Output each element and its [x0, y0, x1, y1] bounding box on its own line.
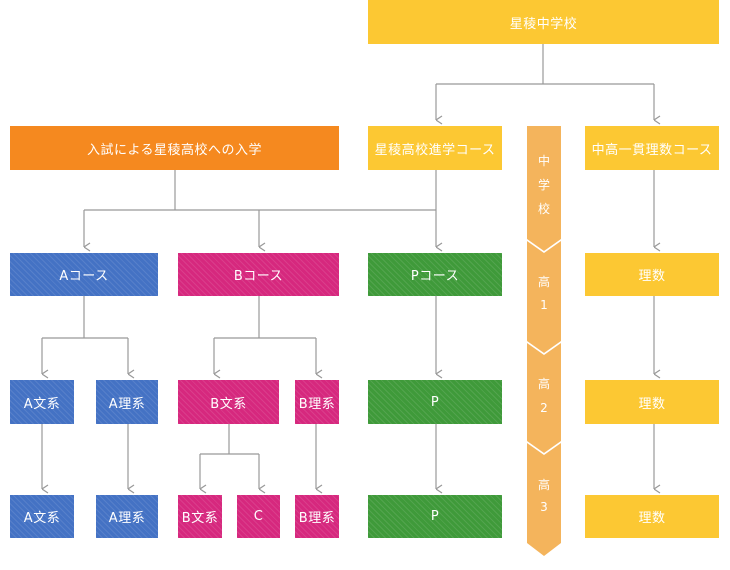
ribbon-label-ko3-2: 3	[540, 500, 548, 514]
node-integrated-science-course: 中高一貫理数コース	[585, 126, 719, 170]
node-entrance-exam: 入試による星稜高校への入学	[10, 126, 339, 170]
node-b-bunkei-grade2: B文系	[178, 380, 279, 424]
ribbon-label-ko1-2: 1	[540, 298, 548, 312]
ribbon-label-ko3-1: 高	[537, 478, 550, 492]
ribbon-label-ko2-2: 2	[540, 401, 548, 415]
node-b-rikei-grade2: B理系	[295, 380, 339, 424]
connector-entrance-merge	[84, 170, 437, 211]
node-a-bunkei-grade2: A文系	[10, 380, 74, 424]
connector-b-split	[214, 296, 316, 339]
ribbon-label-chu-3: 校	[537, 202, 550, 216]
ribbon-segment-chu	[527, 126, 561, 251]
node-advance-course: 星稜高校進学コース	[368, 126, 502, 170]
node-p-grade3: P	[368, 495, 502, 538]
node-rika-grade2: 理数	[585, 380, 719, 424]
ribbon-segment-ko1	[527, 241, 561, 353]
node-seiryo-junior-high: 星稜中学校	[368, 0, 719, 44]
node-rika-grade3: 理数	[585, 495, 719, 538]
connector-top-split	[436, 44, 654, 85]
node-b-course: Bコース	[178, 253, 339, 296]
ribbon-label-ko1-1: 高	[537, 275, 550, 289]
node-rika-grade1: 理数	[585, 253, 719, 296]
node-a-rikei-grade3: A理系	[96, 495, 158, 538]
node-c-grade3: C	[237, 495, 280, 538]
ribbon-segment-ko3	[527, 443, 561, 556]
node-a-course: Aコース	[10, 253, 158, 296]
connector-a-split	[42, 296, 128, 339]
ribbon-label-ko2-1: 高	[537, 377, 550, 391]
node-p-course: Pコース	[368, 253, 502, 296]
node-p-grade2: P	[368, 380, 502, 424]
node-a-rikei-grade2: A理系	[96, 380, 158, 424]
connector-b-bun-split	[200, 424, 259, 455]
ribbon-label-chu-1: 中	[537, 154, 550, 168]
ribbon-segment-ko2	[527, 343, 561, 453]
node-b-rikei-grade3: B理系	[295, 495, 339, 538]
node-b-bunkei-grade3: B文系	[178, 495, 222, 538]
node-a-bunkei-grade3: A文系	[10, 495, 74, 538]
ribbon-label-chu-2: 学	[537, 178, 550, 192]
